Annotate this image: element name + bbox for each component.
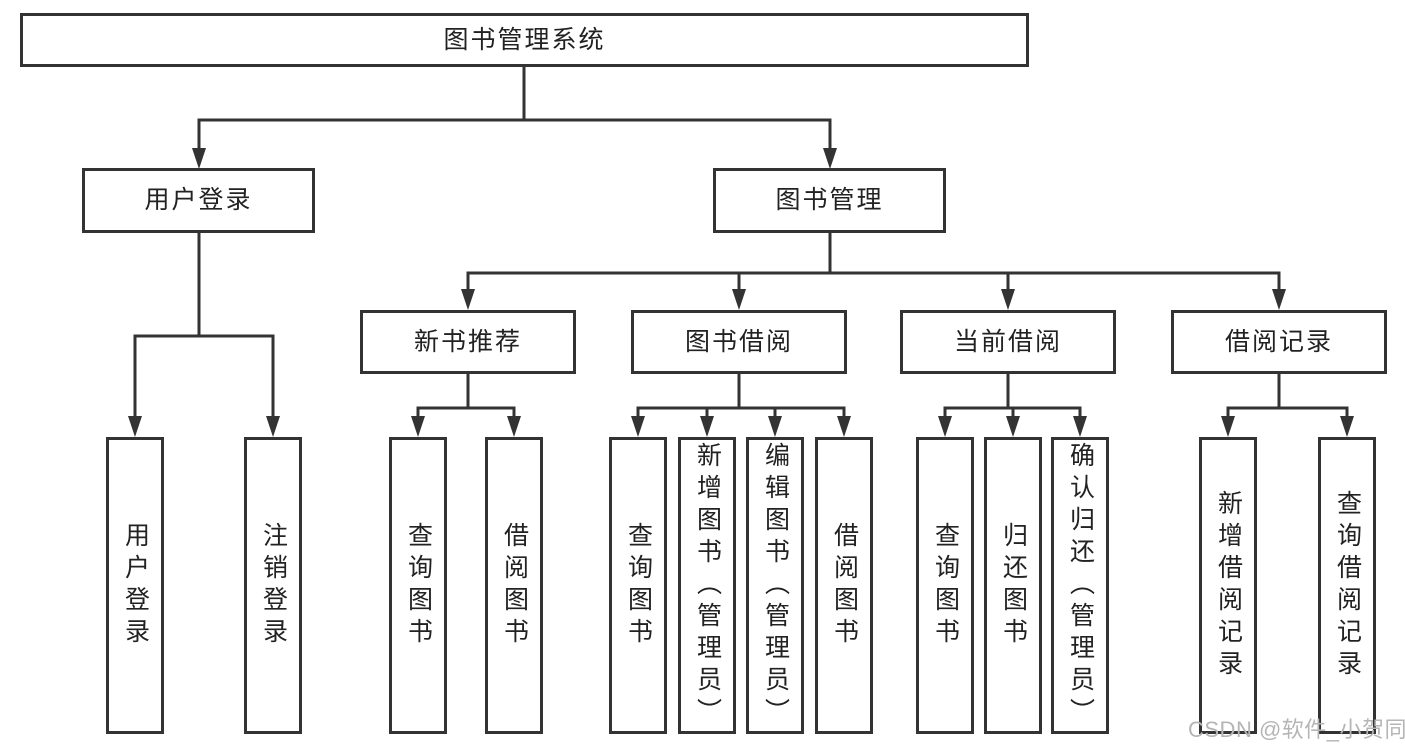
leaf-add-books-admin: 新增图书（管理员） xyxy=(678,437,736,734)
leaf-label: 确认归还（管理员） xyxy=(1066,441,1095,730)
arrow-leaf xyxy=(631,416,645,437)
leaf-return-books: 归还图书 xyxy=(984,437,1042,734)
arrow-to-user-login xyxy=(192,148,206,169)
node-book-management: 图书管理 xyxy=(713,168,946,233)
leaf-logout: 注销登录 xyxy=(244,437,302,734)
arrow-to-book-borrow xyxy=(732,289,746,310)
node-label: 当前借阅 xyxy=(953,327,1062,356)
node-borrow-records: 借阅记录 xyxy=(1171,310,1387,374)
leaf-query-borrow-record: 查询借阅记录 xyxy=(1318,437,1376,734)
node-label: 借阅记录 xyxy=(1224,327,1333,356)
leaf-query-books: 查询图书 xyxy=(609,437,667,734)
arrow-leaf xyxy=(507,416,521,437)
leaf-query-books: 查询图书 xyxy=(389,437,447,734)
arrow-leaf xyxy=(1221,416,1235,437)
leaf-label: 查询图书 xyxy=(624,521,653,650)
arrow-leaf xyxy=(768,416,782,437)
node-label: 图书管理 xyxy=(775,186,884,214)
arrow-leaf xyxy=(938,416,952,437)
csdn-watermark: CSDN @软件_小贺同学 xyxy=(1188,717,1405,742)
node-book-borrow: 图书借阅 xyxy=(631,310,847,374)
leaf-borrow-books: 借阅图书 xyxy=(485,437,543,734)
leaf-label: 查询借阅记录 xyxy=(1333,489,1362,682)
arrow-to-borrow-records xyxy=(1272,289,1286,310)
leaf-edit-books-admin: 编辑图书（管理员） xyxy=(746,437,804,734)
leaf-user-login: 用户登录 xyxy=(106,437,164,734)
leaf-add-borrow-record: 新增借阅记录 xyxy=(1199,437,1257,734)
connector-newbook-fork xyxy=(416,374,516,417)
leaf-label: 查询图书 xyxy=(931,521,960,650)
arrow-to-book-management xyxy=(823,148,837,169)
node-label: 用户登录 xyxy=(144,186,253,214)
connector-root-to-level2 xyxy=(197,67,832,150)
leaf-label: 查询图书 xyxy=(404,521,433,650)
leaf-borrow-books: 借阅图书 xyxy=(815,437,873,734)
connector-userlogin-to-leaves xyxy=(133,233,275,416)
arrow-leaf xyxy=(1340,416,1354,437)
arrow-leaf xyxy=(266,416,280,437)
leaf-label: 用户登录 xyxy=(121,521,150,650)
connector-bookmgmt-to-level3 xyxy=(466,233,1281,290)
arrowheads xyxy=(128,148,1354,437)
leaf-label: 编辑图书（管理员） xyxy=(761,441,790,730)
arrow-to-new-book xyxy=(461,289,475,310)
node-current-borrow: 当前借阅 xyxy=(900,310,1116,374)
connector-current-fork xyxy=(943,374,1082,417)
arrow-leaf xyxy=(837,416,851,437)
node-label: 图书借阅 xyxy=(684,327,793,356)
arrow-leaf xyxy=(700,416,714,437)
leaf-label: 新增借阅记录 xyxy=(1214,489,1243,682)
arrow-leaf xyxy=(128,416,142,437)
leaf-label: 归还图书 xyxy=(999,521,1028,650)
node-root-label: 图书管理系统 xyxy=(443,25,606,54)
arrow-leaf xyxy=(1006,416,1020,437)
leaf-confirm-return-admin: 确认归还（管理员） xyxy=(1051,437,1109,734)
node-new-book-recommend: 新书推荐 xyxy=(360,310,576,374)
leaf-query-books: 查询图书 xyxy=(916,437,974,734)
leaf-label: 注销登录 xyxy=(259,521,288,650)
connector-records-fork xyxy=(1226,374,1349,417)
arrow-leaf xyxy=(1073,416,1087,437)
node-root-system: 图书管理系统 xyxy=(20,13,1029,67)
leaf-label: 新增图书（管理员） xyxy=(693,441,722,730)
connector-borrow-fork xyxy=(636,374,846,417)
node-label: 新书推荐 xyxy=(413,327,522,356)
connector-paths xyxy=(133,67,1349,417)
arrow-leaf xyxy=(411,416,425,437)
leaf-label: 借阅图书 xyxy=(830,521,859,650)
leaf-label: 借阅图书 xyxy=(500,521,529,650)
arrow-to-current-borrow xyxy=(1001,289,1015,310)
node-user-login: 用户登录 xyxy=(82,168,315,233)
